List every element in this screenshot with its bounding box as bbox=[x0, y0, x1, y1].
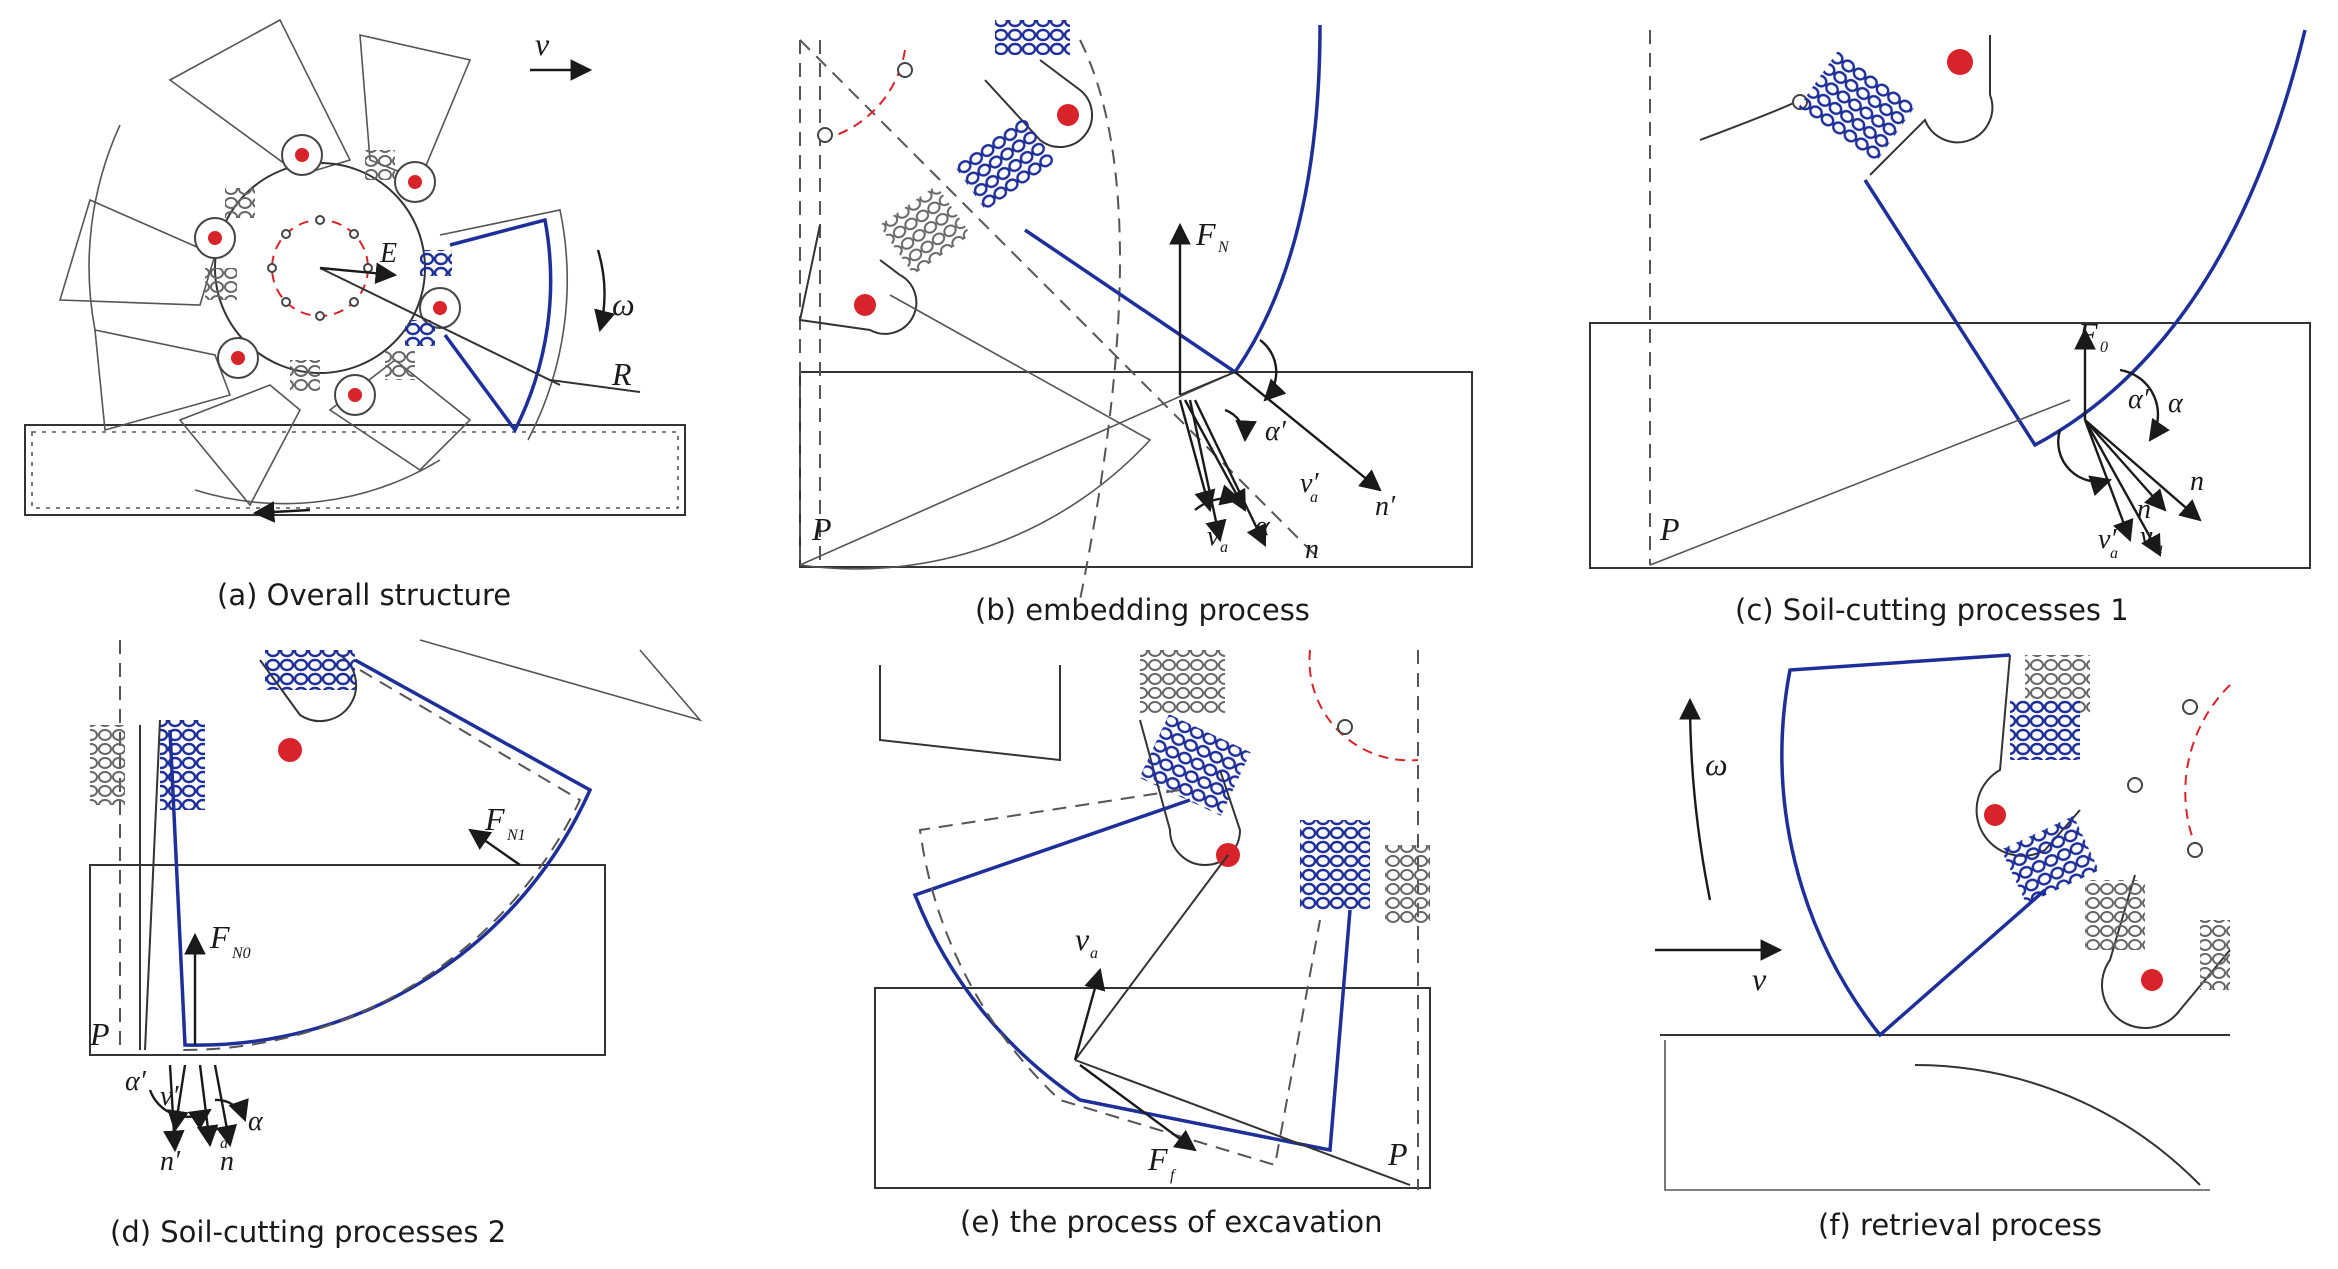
svg-text:a: a bbox=[2110, 545, 2118, 562]
active-sector-b bbox=[1024, 24, 1322, 375]
panel-a: v ω R E (a) Overall structure bbox=[24, 18, 686, 612]
svg-text:F: F bbox=[484, 801, 505, 837]
active-sector-d bbox=[168, 658, 593, 1047]
svg-text:P: P bbox=[1387, 1136, 1408, 1172]
svg-text:α′: α′ bbox=[1265, 416, 1287, 447]
label-FN: F bbox=[1195, 216, 1216, 252]
svg-text:a: a bbox=[1310, 489, 1318, 506]
svg-text:α: α bbox=[2168, 388, 2184, 419]
label-omega: ω bbox=[612, 286, 635, 322]
panel-d: F N1 F N0 P α′ v′ α v a n′ n (d) Soil-cu… bbox=[89, 639, 703, 1249]
active-sector-f bbox=[1780, 653, 2047, 1038]
svg-text:N1: N1 bbox=[506, 827, 526, 844]
svg-text:α′: α′ bbox=[2128, 384, 2150, 415]
svg-text:α′: α′ bbox=[125, 1066, 147, 1097]
svg-text:α: α bbox=[1255, 511, 1271, 542]
soil-box-e bbox=[874, 987, 1431, 1189]
hinge-lugs bbox=[194, 134, 461, 416]
svg-text:v: v bbox=[1752, 961, 1767, 997]
pivot-holes bbox=[267, 215, 373, 321]
caption-e: (e) the process of excavation bbox=[960, 1205, 1383, 1239]
radius-line bbox=[319, 267, 561, 386]
svg-text:v′: v′ bbox=[160, 1081, 179, 1112]
omega-arrow-f bbox=[1679, 697, 1712, 901]
label-v: v bbox=[535, 26, 550, 62]
svg-text:0: 0 bbox=[2100, 339, 2108, 356]
svg-text:F: F bbox=[209, 919, 230, 955]
svg-text:N0: N0 bbox=[231, 945, 251, 962]
svg-text:a: a bbox=[220, 1135, 228, 1152]
soil-box-b bbox=[799, 371, 1473, 568]
panel-c: F 0 α′ α n′ n v′ a v a P (c) Soil-cuttin… bbox=[1589, 29, 2311, 627]
caption-a: (a) Overall structure bbox=[217, 578, 511, 612]
svg-text:v: v bbox=[1075, 921, 1090, 957]
svg-text:N: N bbox=[1217, 239, 1230, 256]
svg-text:n: n bbox=[1305, 534, 1319, 565]
svg-text:a: a bbox=[1090, 945, 1098, 962]
svg-text:n′: n′ bbox=[2137, 494, 2158, 525]
svg-text:P: P bbox=[89, 1016, 110, 1052]
springs-a bbox=[205, 150, 452, 392]
soil-box-d bbox=[89, 864, 606, 1056]
caption-f: (f) retrieval process bbox=[1818, 1208, 2102, 1242]
svg-text:F: F bbox=[1147, 1141, 1168, 1177]
soil-box-c bbox=[1589, 322, 2311, 569]
svg-text:ω: ω bbox=[1705, 746, 1728, 782]
caption-d: (d) Soil-cutting processes 2 bbox=[110, 1215, 506, 1249]
svg-text:f: f bbox=[1170, 1167, 1177, 1184]
label-R: R bbox=[611, 356, 632, 392]
omega-arrow-a bbox=[594, 249, 616, 333]
active-sector-c bbox=[1863, 29, 2307, 448]
label-E: E bbox=[379, 238, 397, 269]
active-sector-a bbox=[443, 217, 553, 434]
svg-text:a: a bbox=[2155, 540, 2163, 557]
svg-text:n′: n′ bbox=[1375, 491, 1396, 522]
svg-text:v′: v′ bbox=[1300, 468, 1319, 499]
svg-text:a: a bbox=[1220, 539, 1228, 556]
svg-text:n′: n′ bbox=[160, 1146, 181, 1177]
label-P-b: P bbox=[811, 511, 832, 547]
active-sector-e bbox=[912, 798, 1352, 1153]
soil-box bbox=[24, 424, 686, 516]
panel-f: ω v (f) retrieval process bbox=[1655, 653, 2231, 1242]
svg-text:v′: v′ bbox=[2098, 524, 2117, 555]
panel-e: v a F f P (e) the process of excavation bbox=[874, 649, 1431, 1239]
soil-box-inner bbox=[31, 431, 679, 509]
svg-text:n: n bbox=[220, 1146, 234, 1177]
svg-text:v: v bbox=[1207, 521, 1220, 552]
svg-text:α: α bbox=[248, 1106, 264, 1137]
caption-b: (b) embedding process bbox=[975, 593, 1310, 627]
wheel-outline bbox=[58, 18, 472, 507]
svg-text:F: F bbox=[2077, 316, 2098, 352]
svg-text:v: v bbox=[2140, 521, 2153, 552]
panel-b: F N P α′ v′ a α n′ v a n (b) embedding p… bbox=[798, 20, 1473, 627]
svg-text:v: v bbox=[205, 1116, 218, 1147]
svg-text:n: n bbox=[2190, 466, 2204, 497]
svg-text:P: P bbox=[1659, 511, 1680, 547]
caption-c: (c) Soil-cutting processes 1 bbox=[1735, 593, 2129, 627]
